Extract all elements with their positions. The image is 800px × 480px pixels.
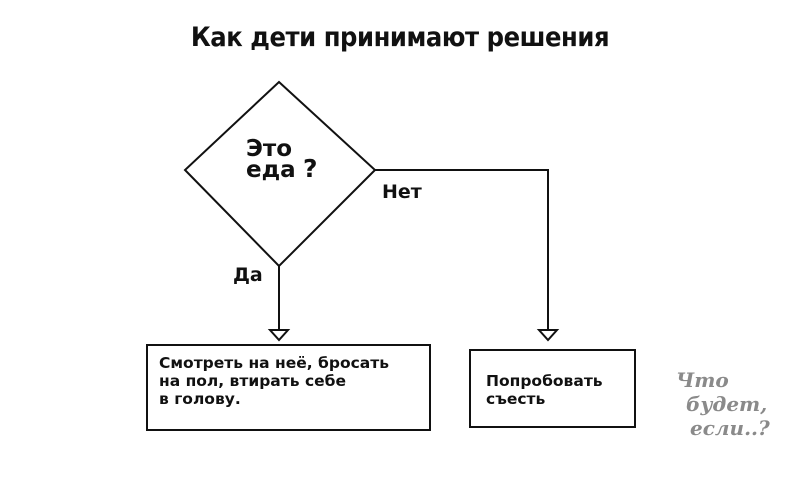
decision-text-line2: еда [246, 157, 296, 183]
yes-outcome-line: Смотреть на неё, бросать [159, 354, 390, 372]
no-outcome-box [469, 349, 636, 428]
watermark-line: Что [676, 368, 729, 392]
no-outcome-text: Попробовать съесть [486, 372, 636, 408]
no-outcome-line: съесть [486, 390, 546, 408]
yes-outcome-line: на пол, втирать себе [159, 372, 346, 390]
watermark-line: будет, [686, 392, 768, 416]
yes-outcome-box [146, 344, 431, 431]
no-connector [375, 169, 549, 330]
watermark-logo: Что будет, если..? [676, 368, 791, 440]
watermark-line: если..? [690, 416, 770, 440]
decision-question-mark: ? [303, 154, 318, 183]
diagram-title: Как дети принимают решения [190, 22, 610, 53]
yes-branch-label: Да [233, 264, 263, 286]
no-branch-label: Нет [382, 181, 422, 203]
yes-arrowhead [267, 329, 291, 342]
no-outcome-line: Попробовать [486, 372, 603, 390]
yes-outcome-line: в голову. [159, 390, 241, 408]
yes-outcome-text: Смотреть на неё, бросать на пол, втирать… [159, 354, 429, 408]
no-arrowhead [536, 329, 560, 342]
decision-text-line1: Это [246, 136, 293, 162]
